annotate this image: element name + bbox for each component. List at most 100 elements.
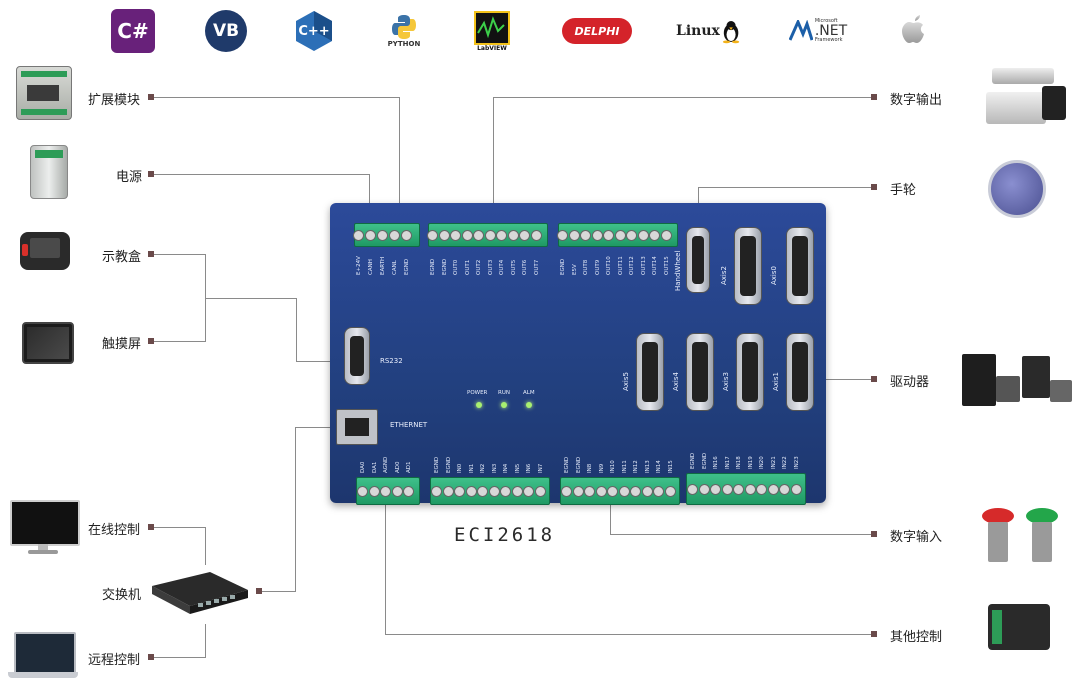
line-rs232-h2: [296, 361, 350, 362]
pin-label: IN11: [621, 460, 628, 473]
ethernet-port[interactable]: [336, 409, 378, 445]
terminal-screw: [637, 230, 649, 241]
pin-label: AGND: [383, 456, 389, 473]
label-online: 在线控制: [88, 523, 141, 538]
line-other-down: [385, 492, 386, 635]
pin-label: OUT5: [510, 259, 517, 275]
pin-label: DA1: [371, 461, 378, 473]
terminal-screw: [465, 486, 477, 497]
dot-digital-in: [871, 531, 877, 537]
handwheel-connector[interactable]: [686, 227, 710, 293]
pin-label: OUT2: [476, 259, 482, 275]
terminal-screw: [473, 230, 484, 241]
pin-label: OUT0: [453, 259, 459, 275]
led-power: [476, 402, 482, 408]
linux-logo-text: Linux: [676, 23, 720, 39]
pin-label: IN1: [468, 463, 475, 473]
terminal-screw: [534, 486, 546, 497]
axis3-connector[interactable]: [736, 333, 764, 411]
cpp-logo-text: C++: [298, 23, 330, 39]
dotnet-logo: Microsoft .NET Framework: [782, 8, 854, 54]
terminal-screw: [641, 486, 653, 497]
line-eth-h: [295, 427, 335, 428]
pin-label: EGND: [404, 258, 410, 275]
line-handwheel: [698, 187, 873, 188]
led-run-label: RUN: [498, 390, 510, 396]
pin-label: EGND: [430, 258, 436, 275]
terminal-screw: [438, 230, 450, 241]
pin-label: EGND: [434, 456, 440, 473]
dot-handwheel: [871, 184, 877, 190]
controller-board: RS232 ETHERNET HandWheel Axis2 Axis0 Axi…: [330, 203, 826, 505]
line-remote-up: [205, 624, 206, 658]
terminal-screw: [584, 486, 595, 497]
pin-label: IN9: [598, 463, 605, 473]
terminal-screw: [523, 486, 534, 497]
pin-label: CANH: [368, 259, 374, 275]
labview-logo: LabVIEW: [472, 8, 512, 54]
apple-logo: [896, 8, 932, 54]
terminal-screw: [500, 486, 511, 497]
terminal-screw: [790, 484, 802, 495]
pin-label: OUT6: [522, 259, 528, 275]
dot-expansion: [148, 94, 154, 100]
pin-label: OUT15: [663, 256, 670, 275]
pin-label: AD1: [406, 461, 412, 474]
axis0-connector[interactable]: [786, 227, 814, 305]
terminal-screw: [756, 484, 767, 495]
terminal-screw: [353, 230, 364, 241]
terminal-screw: [442, 486, 454, 497]
terminal-screw: [607, 486, 618, 497]
terminal-screw: [744, 484, 756, 495]
terminal-screw: [572, 486, 584, 497]
pin-label: IN0: [457, 463, 463, 473]
axis5-connector[interactable]: [636, 333, 664, 411]
label-touchscreen: 触摸屏: [102, 337, 142, 352]
terminal-screw: [664, 486, 676, 497]
csharp-logo: C#: [110, 8, 156, 54]
terminal-screw: [660, 230, 672, 241]
line-digital-in: [610, 534, 873, 535]
terminal-screw: [530, 230, 542, 241]
axis2-connector[interactable]: [734, 227, 762, 305]
terminal-screw: [595, 486, 607, 497]
line-switch: [258, 591, 296, 592]
terminal-screw: [580, 230, 591, 241]
line-expansion: [152, 97, 400, 98]
terminal-screw: [618, 486, 630, 497]
terminal-screw: [507, 230, 519, 241]
dotnet-logo-small: Microsoft: [814, 18, 838, 24]
terminal-screw: [653, 486, 664, 497]
terminal-screw: [626, 230, 637, 241]
pin-label: EGND: [560, 258, 566, 275]
terminal-screw: [561, 486, 572, 497]
pin-label: IN18: [736, 456, 742, 469]
axis4-connector[interactable]: [686, 333, 714, 411]
line-pendant: [152, 254, 206, 255]
axis1-connector[interactable]: [786, 333, 814, 411]
dot-remote: [148, 654, 154, 660]
terminal-screw: [427, 230, 438, 241]
terminal-screw: [649, 230, 660, 241]
pin-label: OUT14: [652, 256, 658, 275]
pin-label: EGND: [690, 452, 696, 469]
dot-other: [871, 631, 877, 637]
rs232-connector[interactable]: [344, 327, 370, 385]
label-other: 其他控制: [890, 630, 943, 645]
terminal-screw: [454, 486, 465, 497]
terminal-screw: [519, 230, 530, 241]
pin-label: IN4: [503, 463, 509, 473]
line-rs232-h1: [205, 298, 297, 299]
terminal-screw: [477, 486, 488, 497]
terminal-screw: [733, 484, 744, 495]
pin-label: OUT13: [640, 256, 647, 275]
laptop-image: [8, 632, 78, 682]
terminal-screw: [698, 484, 710, 495]
pin-label: E5V: [571, 264, 578, 275]
ethernet-label: ETHERNET: [390, 421, 428, 429]
pin-label: IN13: [644, 460, 651, 473]
label-switch: 交换机: [102, 588, 142, 603]
pin-label: OUT7: [533, 259, 540, 275]
terminal-screw: [403, 486, 414, 497]
pin-label: IN10: [610, 460, 616, 473]
